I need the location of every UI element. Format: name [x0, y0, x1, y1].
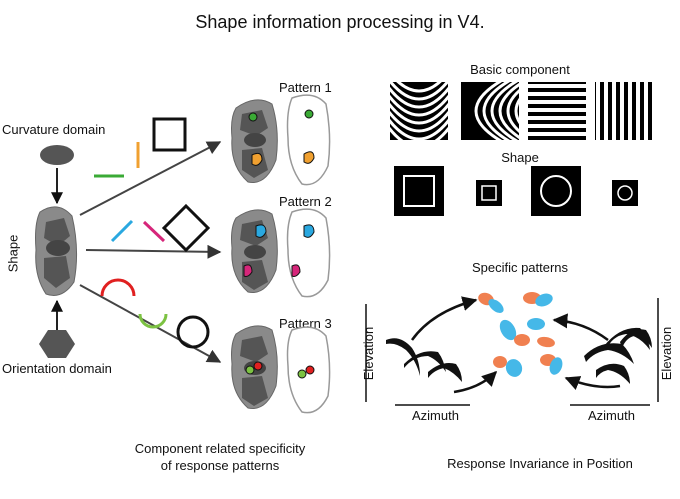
curvature-domain-label: Curvature domain	[2, 122, 106, 137]
shape-small-square-stimulus	[476, 180, 502, 206]
magenta-oblique-segment	[142, 220, 166, 243]
specific-pattern-blobs	[478, 292, 563, 377]
orientation-domain-hexagon	[39, 330, 75, 358]
left-curve-stimuli	[386, 338, 462, 382]
red-convex-curve	[100, 278, 136, 297]
pattern-3-response-map	[286, 326, 331, 414]
curvature-domain-ellipse	[40, 145, 74, 165]
grating-convex-curved	[461, 82, 519, 140]
shape-large-circle-stimulus	[531, 166, 581, 216]
right-upper-arrow	[552, 313, 609, 342]
diamond-shape	[161, 203, 211, 253]
pattern-2-response-map	[286, 208, 331, 298]
grating-vertical	[595, 82, 653, 140]
pattern-1-cortex	[231, 99, 278, 184]
left-lower-arrow	[453, 370, 498, 394]
azimuth-right-label: Azimuth	[588, 408, 635, 423]
grating-horizontal	[528, 82, 586, 140]
shape-label: Shape	[501, 150, 539, 165]
pattern-2-cortex	[231, 209, 278, 294]
azimuth-left-label: Azimuth	[412, 408, 459, 423]
left-axes	[365, 304, 470, 406]
pattern-1-label: Pattern 1	[279, 80, 332, 95]
basic-component-label: Basic component	[470, 62, 570, 77]
arrow-to-pattern-2	[85, 244, 222, 259]
green-concave-curve	[138, 313, 168, 329]
specific-patterns-label: Specific patterns	[471, 260, 569, 275]
circle-shape	[176, 315, 210, 349]
left-caption-line-1: Component related specificity	[134, 441, 306, 456]
shape-large-square-stimulus	[394, 166, 444, 216]
right-caption: Response Invariance in Position	[447, 456, 633, 471]
pattern-1-response-map	[286, 94, 331, 186]
right-curve-stimuli	[584, 327, 652, 384]
left-upper-arrow	[410, 296, 478, 341]
blue-oblique-segment	[110, 219, 134, 243]
arrow-to-pattern-1	[79, 141, 222, 216]
right-lower-arrow	[564, 376, 621, 390]
right-axes	[570, 298, 659, 406]
grating-concave-curved	[390, 82, 448, 140]
pattern-3-cortex	[231, 325, 278, 410]
orientation-domain-label: Orientation domain	[2, 361, 112, 376]
figure-title: Shape information processing in V4.	[195, 12, 485, 32]
left-caption-line-2: of response patterns	[160, 458, 280, 473]
arrow-to-pattern-3	[79, 284, 222, 363]
pattern-3-label: Pattern 3	[279, 316, 332, 331]
square-shape	[152, 117, 187, 152]
shape-small-circle-stimulus	[612, 180, 638, 206]
pattern-2-label: Pattern 2	[279, 194, 332, 209]
shape-brain-region	[35, 206, 78, 296]
